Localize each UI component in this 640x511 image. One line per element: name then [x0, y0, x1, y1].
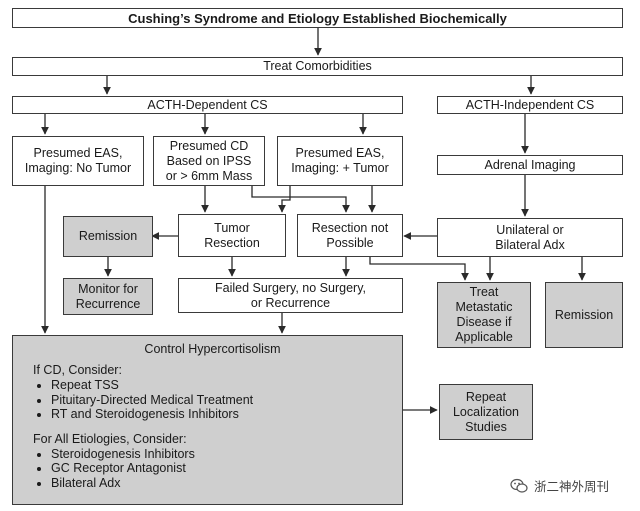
failed-surgery-box: Failed Surgery, no Surgery, or Recurrenc… — [178, 278, 403, 313]
resection-not-possible-line-2: Possible — [326, 235, 374, 250]
cd-options-list: Repeat TSS Pituitary-Directed Medical Tr… — [33, 378, 392, 422]
remission-right-box: Remission — [545, 282, 623, 348]
arrow-eas-to-resection — [278, 185, 291, 213]
all-etiologies-heading: For All Etiologies, Consider: — [33, 431, 187, 446]
presumed-eas-tumor-box: Presumed EAS, Imaging: + Tumor — [277, 136, 403, 186]
presumed-cd-box: Presumed CD Based on IPSS or > 6mm Mass — [153, 136, 265, 186]
monitor-recurrence-line-2: Recurrence — [75, 296, 141, 311]
failed-surgery-line-1: Failed Surgery, no Surgery, — [215, 280, 366, 295]
resection-not-possible-box: Resection not Possible — [297, 214, 403, 257]
all-etiologies-option: GC Receptor Antagonist — [51, 461, 392, 476]
treat-metastatic-line-2: Metastatic — [455, 300, 513, 314]
treat-metastatic-box: Treat Metastatic Disease if Applicable — [437, 282, 531, 348]
acth-dependent-box: ACTH-Dependent CS — [12, 96, 403, 114]
repeat-localization-line-2: Localization — [452, 404, 519, 419]
acth-dependent-text: ACTH-Dependent CS — [147, 97, 268, 112]
tumor-resection-line-2: Resection — [204, 235, 260, 250]
tumor-resection-line-1: Tumor — [214, 220, 250, 235]
presumed-cd-line-1: Presumed CD — [169, 138, 249, 153]
all-etiologies-option: Bilateral Adx — [51, 476, 392, 491]
adx-line-1: Unilateral or — [496, 222, 564, 237]
cd-option: RT and Steroidogenesis Inhibitors — [51, 407, 392, 422]
treat-comorbidities-box: Treat Comorbidities — [12, 57, 623, 76]
tumor-resection-box: Tumor Resection — [178, 214, 286, 257]
adrenal-imaging-box: Adrenal Imaging — [437, 155, 623, 175]
acth-independent-box: ACTH-Independent CS — [437, 96, 623, 114]
presumed-cd-line-3: or > 6mm Mass — [165, 168, 253, 183]
control-hypercortisolism-box: Control Hypercortisolism If CD, Consider… — [12, 335, 403, 505]
repeat-localization-line-1: Repeat — [465, 389, 507, 404]
adx-box: Unilateral or Bilateral Adx — [437, 218, 623, 257]
remission-left-text: Remission — [78, 229, 138, 243]
all-etiologies-list: Steroidogenesis Inhibitors GC Receptor A… — [33, 447, 392, 491]
presumed-eas-tumor-line-1: Presumed EAS, — [295, 146, 385, 160]
failed-surgery-line-2: or Recurrence — [250, 295, 331, 310]
treat-metastatic-line-1: Treat — [469, 285, 499, 299]
presumed-eas-no-tumor-line-1: Presumed EAS, — [33, 146, 123, 160]
watermark: 浙二神外周刊 — [510, 476, 609, 495]
monitor-recurrence-box: Monitor for Recurrence — [63, 278, 153, 315]
repeat-localization-box: Repeat Localization Studies — [439, 384, 533, 440]
arrow-cd-to-not-possible — [251, 185, 350, 213]
adx-line-2: Bilateral Adx — [495, 237, 565, 252]
repeat-localization-line-3: Studies — [465, 419, 507, 434]
treat-metastatic-line-3: Disease if — [456, 315, 512, 329]
cd-option: Repeat TSS — [51, 378, 392, 393]
treat-metastatic-line-4: Applicable — [455, 330, 513, 344]
remission-right-text: Remission — [554, 307, 614, 322]
acth-independent-text: ACTH-Independent CS — [465, 97, 595, 112]
cd-option: Pituitary-Directed Medical Treatment — [51, 393, 392, 408]
presumed-eas-no-tumor-box: Presumed EAS, Imaging: No Tumor — [12, 136, 144, 186]
all-etiologies-option: Steroidogenesis Inhibitors — [51, 447, 392, 462]
treat-comorbidities-text: Treat Comorbidities — [263, 59, 372, 73]
adrenal-imaging-text: Adrenal Imaging — [484, 157, 576, 172]
arrow-not-possible-to-metastatic — [369, 256, 469, 281]
presumed-eas-tumor-line-2: Imaging: + Tumor — [291, 161, 389, 175]
presumed-cd-line-2: Based on IPSS — [166, 153, 252, 168]
control-title: Control Hypercortisolism — [144, 342, 281, 356]
cd-heading: If CD, Consider: — [33, 363, 122, 377]
wechat-icon — [510, 478, 528, 493]
monitor-recurrence-line-1: Monitor for — [78, 281, 138, 296]
watermark-text: 浙二神外周刊 — [534, 479, 610, 494]
title-box: Cushing’s Syndrome and Etiology Establis… — [12, 8, 623, 28]
resection-not-possible-line-1: Resection not — [311, 220, 389, 235]
presumed-eas-no-tumor-line-2: Imaging: No Tumor — [24, 161, 132, 175]
title-text: Cushing’s Syndrome and Etiology Establis… — [128, 10, 507, 26]
remission-left-box: Remission — [63, 216, 153, 257]
